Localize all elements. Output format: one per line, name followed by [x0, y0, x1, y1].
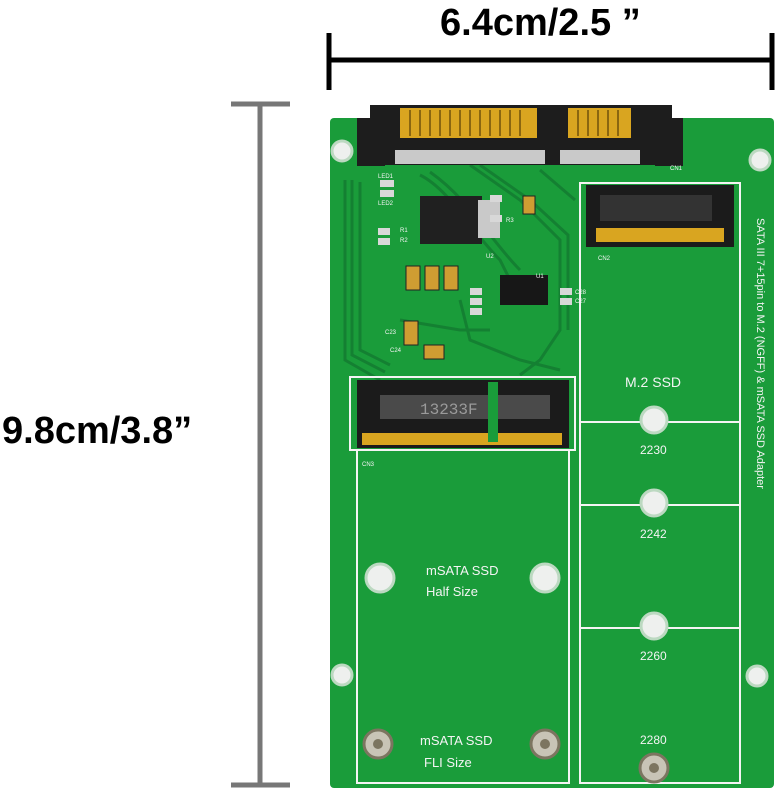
ref-c24: C24 — [390, 348, 402, 354]
ref-r2: R2 — [400, 238, 408, 244]
chip-marking: 13233F — [420, 401, 478, 419]
msata-full-screw-right — [529, 728, 561, 760]
ref-c28: C28 — [575, 290, 587, 296]
mounting-hole — [330, 663, 354, 687]
m2-size-2280: 2280 — [640, 733, 667, 747]
silkscreen: M.2 SSD 2230 2242 2260 2280 mSATA SSD Ha… — [362, 166, 766, 770]
m2-screw-2280 — [638, 752, 670, 784]
msata-half-size-label: Half Size — [426, 584, 478, 599]
ref-u1: U1 — [536, 274, 544, 280]
ref-u2: U2 — [486, 254, 494, 260]
msata-full-label: mSATA SSD — [420, 733, 492, 748]
msata-full-size-label: FLI Size — [424, 755, 472, 770]
board-side-text: SATA III 7+15pin to M.2 (NGFF) & mSATA S… — [754, 218, 766, 489]
ref-led1: LED1 — [378, 174, 394, 180]
height-dimension-label: 9.8cm/3.8” — [2, 410, 193, 452]
msata-half-hole-right — [529, 562, 561, 594]
voltage-regulator — [420, 196, 482, 244]
width-dimension-label: 6.4cm/2.5 ” — [440, 2, 641, 44]
m2-size-2230: 2230 — [640, 443, 667, 457]
m2-label: M.2 SSD — [625, 374, 681, 390]
m2-slot-area — [579, 182, 741, 784]
ref-cn3: CN3 — [362, 462, 375, 468]
height-measure-bar — [231, 101, 290, 788]
components — [378, 180, 572, 360]
mounting-hole — [745, 664, 769, 688]
msata-half-label: mSATA SSD — [426, 563, 498, 578]
sata-connector — [357, 105, 683, 166]
msata-slot-area — [349, 376, 576, 784]
m2-standoff-hole-2260 — [639, 611, 669, 641]
msata-full-screw-left — [362, 728, 394, 760]
m2-standoff-hole-2230 — [639, 405, 669, 435]
ref-led2: LED2 — [378, 201, 394, 207]
ref-r1: R1 — [400, 228, 408, 234]
m2-standoff-hole-2242 — [639, 488, 669, 518]
ref-cn2: CN2 — [598, 256, 611, 262]
ref-c23: C23 — [385, 330, 397, 336]
m2-size-2260: 2260 — [640, 649, 667, 663]
ref-cn1: CN1 — [670, 166, 683, 172]
mounting-hole — [748, 148, 772, 172]
width-dimension-line — [326, 33, 775, 90]
controller-chip — [500, 275, 548, 305]
ref-c27: C27 — [575, 299, 587, 305]
ref-r3: R3 — [506, 218, 514, 224]
msata-half-hole-left — [364, 562, 396, 594]
m2-size-2242: 2242 — [640, 527, 667, 541]
mounting-hole — [330, 139, 354, 163]
